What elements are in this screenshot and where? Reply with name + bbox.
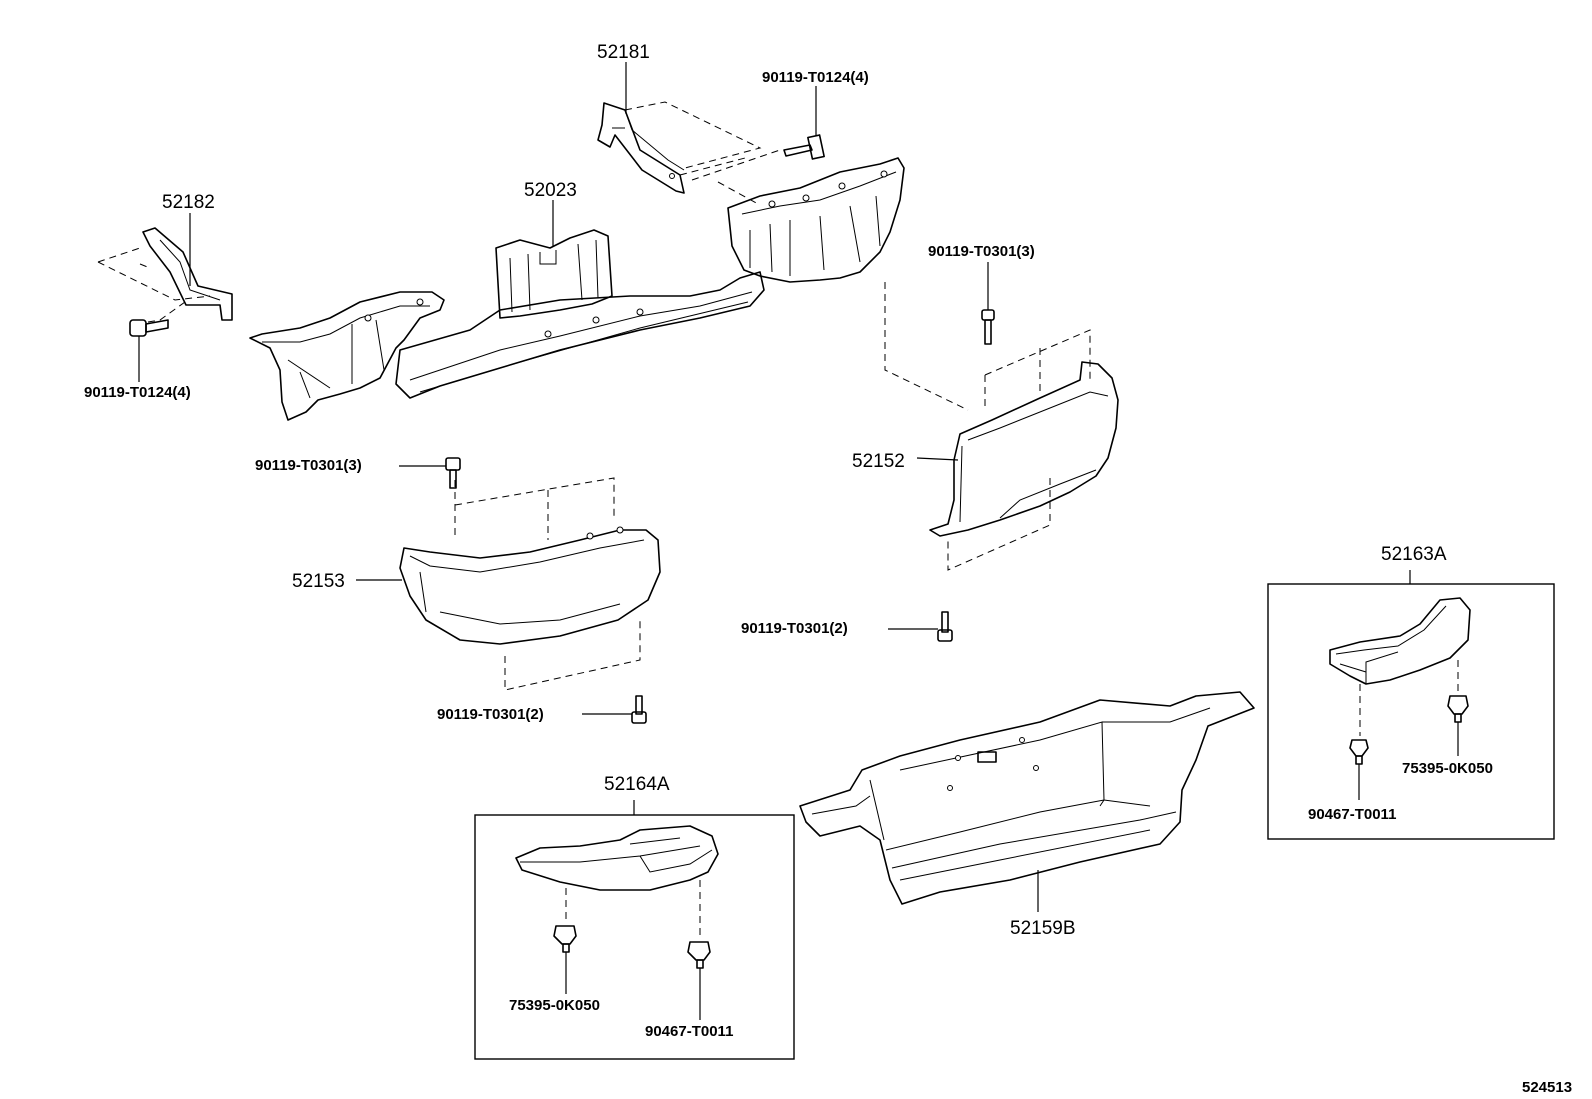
label-52164A: 52164A: [604, 774, 670, 795]
bolt-icon-left-bottom[interactable]: [582, 695, 647, 724]
step-pad-52163A[interactable]: [1329, 597, 1471, 685]
clip-icon-right-a[interactable]: [1447, 695, 1469, 756]
bolt-icon-top[interactable]: [783, 86, 825, 160]
bolt-icon-left[interactable]: [129, 319, 169, 382]
dash-52153: [454, 477, 641, 691]
label-bolt-0301-right-top: 90119-T0301(3): [928, 243, 1035, 260]
bracket-52181[interactable]: [597, 62, 685, 194]
label-52163A: 52163A: [1381, 544, 1447, 565]
frame-52023[interactable]: [249, 157, 905, 421]
step-52159B[interactable]: [799, 691, 1255, 912]
diagram-id: 524513: [1522, 1079, 1572, 1096]
clip-icon-left-a[interactable]: [553, 925, 577, 994]
label-52182: 52182: [162, 192, 215, 213]
label-52153: 52153: [292, 571, 345, 592]
dash-52152-top: [884, 282, 1091, 571]
dash-52182: [97, 247, 211, 323]
step-pad-52164A[interactable]: [515, 825, 719, 891]
label-52159B: 52159B: [1010, 918, 1076, 939]
label-clip-right-a: 75395-0K050: [1402, 760, 1493, 777]
dash-52181: [624, 101, 781, 206]
label-52152: 52152: [852, 451, 905, 472]
label-clip-left-b: 90467-T0011: [645, 1023, 733, 1040]
label-52023: 52023: [524, 180, 577, 201]
label-clip-left-a: 75395-0K050: [509, 997, 600, 1014]
label-bolt-0124-top: 90119-T0124(4): [762, 69, 869, 86]
bumper-end-52153[interactable]: [356, 526, 661, 645]
group-box-52164A: [474, 814, 795, 1060]
label-bolt-0124-left: 90119-T0124(4): [84, 384, 191, 401]
bolt-icon-right-top[interactable]: [981, 262, 995, 345]
dash-52163A: [1359, 660, 1459, 736]
clip-icon-left-b[interactable]: [687, 941, 711, 1020]
dash-52164A: [565, 880, 701, 940]
label-bolt-0301-right-bottom: 90119-T0301(2): [741, 620, 848, 637]
bumper-end-52152[interactable]: [916, 361, 1119, 537]
group-box-52163A: [1267, 583, 1555, 840]
label-bolt-0301-left-top: 90119-T0301(3): [255, 457, 362, 474]
label-clip-right-b: 90467-T0011: [1308, 806, 1396, 823]
label-52181: 52181: [597, 42, 650, 63]
clip-icon-right-b[interactable]: [1349, 739, 1369, 800]
label-bolt-0301-left-bottom: 90119-T0301(2): [437, 706, 544, 723]
bolt-icon-right-bottom[interactable]: [888, 611, 953, 642]
bracket-52182[interactable]: [142, 213, 233, 321]
bolt-icon-left-top[interactable]: [399, 457, 461, 489]
